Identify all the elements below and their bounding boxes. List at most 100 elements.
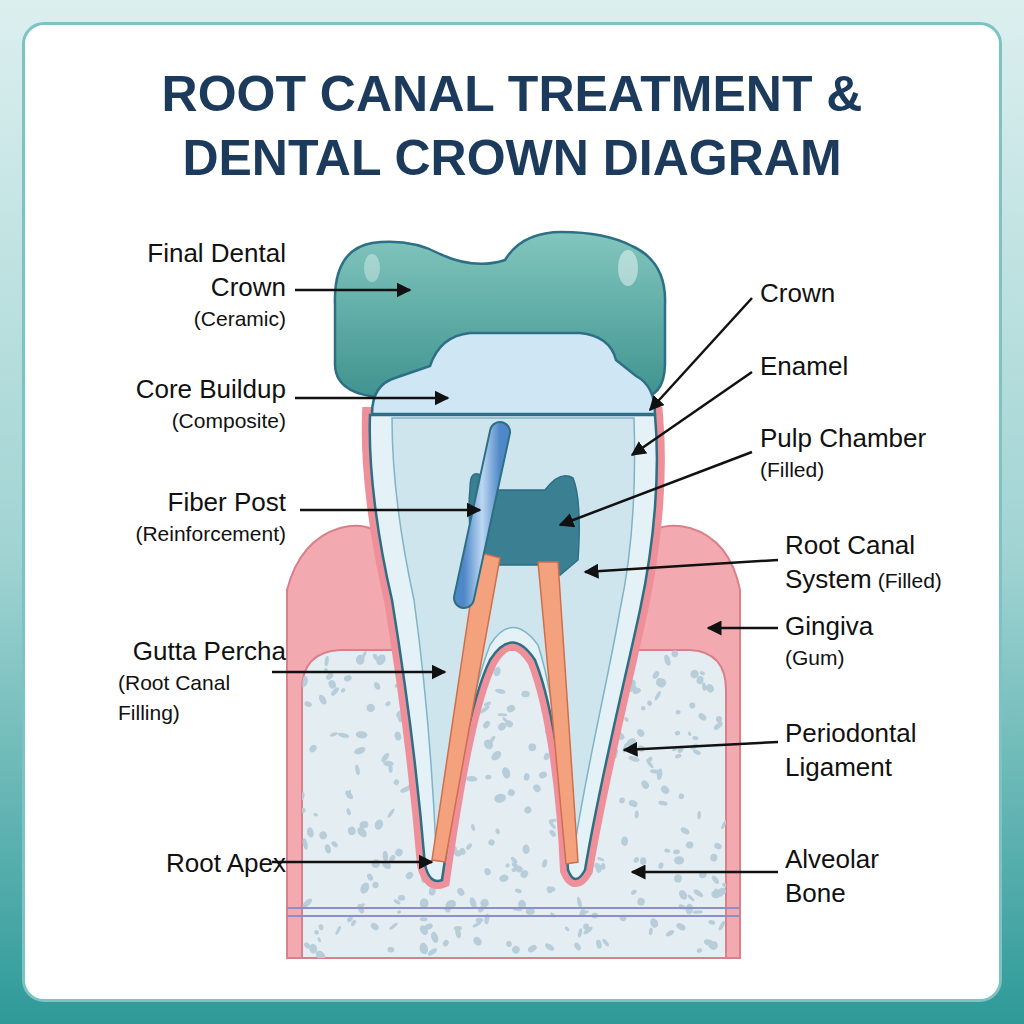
bone-dot: [650, 769, 661, 774]
title: ROOT CANAL TREATMENT & DENTAL CROWN DIAG…: [62, 62, 962, 190]
bone-dot: [506, 704, 517, 714]
part-name: Core Buildup: [26, 372, 286, 406]
bone-dot: [674, 730, 681, 736]
bone-dot: [419, 898, 428, 909]
bone-dot: [623, 716, 629, 722]
part-name: Pulp Chamber: [760, 421, 990, 455]
bone-dot: [298, 675, 309, 689]
bone-dot: [329, 731, 338, 737]
bone-dot: [523, 805, 533, 815]
bone-dot: [630, 889, 637, 896]
bone-dot: [426, 947, 438, 957]
bone-dot: [388, 765, 393, 773]
bone-dot: [386, 808, 395, 819]
part-name: Crown: [760, 276, 990, 310]
label-group: Root Apex: [26, 846, 286, 880]
bone-dot: [703, 938, 714, 947]
bone-dot: [583, 923, 589, 930]
leader-arrow: [708, 627, 778, 630]
crown-highlight: [618, 250, 638, 286]
part-name: Gingiva: [785, 609, 985, 643]
bone-dot: [507, 788, 516, 797]
part-name: Gutta Percha: [26, 634, 286, 668]
bone-dot: [697, 712, 708, 722]
bone-dot: [637, 897, 646, 906]
bone-dot: [306, 827, 315, 839]
part-note: (Gum): [785, 643, 985, 673]
bone-dot: [318, 924, 324, 931]
bone-dot: [696, 948, 703, 954]
bone-dot: [347, 826, 356, 836]
bone-dot: [692, 749, 701, 756]
leader-arrow: [272, 861, 432, 864]
bone-dot: [549, 911, 556, 918]
bone-dot: [314, 930, 319, 935]
bone-dot: [359, 881, 371, 895]
bone-dot: [655, 677, 668, 690]
part-name: Fiber Post: [26, 485, 286, 519]
bone-dot: [495, 688, 506, 695]
bone-dot: [628, 799, 639, 808]
bone-dot: [430, 931, 440, 944]
bone-dot: [466, 776, 478, 782]
bone-dot: [716, 716, 723, 723]
part-note: (Filled): [760, 455, 990, 485]
bone-dot: [710, 853, 718, 861]
bone-dot: [353, 746, 366, 756]
leader-arrow: [650, 298, 752, 410]
leader-arrow: [272, 671, 445, 674]
bone-dot: [337, 732, 349, 739]
bone-dot: [685, 903, 693, 915]
label-group: Crown: [760, 276, 990, 310]
bone-dot: [625, 736, 638, 748]
bone-dot: [375, 653, 388, 667]
bone-dot: [697, 811, 701, 820]
bone-dot: [674, 753, 682, 759]
bone-dot: [597, 856, 605, 862]
bone-dot: [671, 650, 679, 658]
bone-dot: [370, 857, 382, 869]
bone-dot: [355, 825, 368, 839]
bone-dot: [346, 789, 351, 798]
bone-dot: [472, 935, 484, 947]
bone-dot: [679, 826, 690, 836]
bone-dot: [636, 728, 646, 738]
label-group: Root Canal System(Filled): [785, 528, 995, 596]
bone-dot: [304, 700, 313, 708]
label-group: Enamel: [760, 349, 990, 383]
bone-dot: [678, 903, 687, 910]
bone-dot: [687, 731, 692, 737]
bone-dot: [544, 942, 556, 952]
bone-dot: [522, 844, 529, 854]
bone-dot: [340, 687, 346, 693]
bone-dot: [501, 766, 512, 779]
bone-dot: [394, 847, 404, 857]
bone-dot: [538, 770, 548, 779]
bone-dot: [318, 830, 328, 840]
bone-dot: [510, 856, 519, 865]
bone-dot: [576, 896, 583, 908]
bone-dot: [693, 910, 703, 914]
bone-dot: [389, 922, 399, 931]
leader-arrow: [632, 372, 752, 455]
bone-line: [287, 907, 740, 909]
part-note: (Root Canal Filling): [118, 668, 268, 728]
alveolar-bone: [302, 650, 726, 958]
bone-dot: [521, 690, 530, 697]
bone-dot: [523, 773, 530, 782]
bone-dot: [659, 784, 670, 795]
bone-dot: [689, 702, 696, 709]
bone-dot: [505, 863, 510, 869]
bone-dot: [354, 764, 360, 775]
part-name: Enamel: [760, 349, 990, 383]
fiber-post: [464, 432, 500, 598]
bone-dot: [393, 778, 401, 786]
bone-dot: [456, 887, 466, 898]
bone-dot: [677, 889, 688, 902]
leader-arrow: [632, 871, 778, 874]
bone-dot: [483, 867, 492, 876]
bone-dot: [372, 881, 379, 888]
bone-dot: [365, 702, 377, 714]
bone-dot: [674, 874, 683, 883]
bone-dot: [465, 842, 473, 851]
